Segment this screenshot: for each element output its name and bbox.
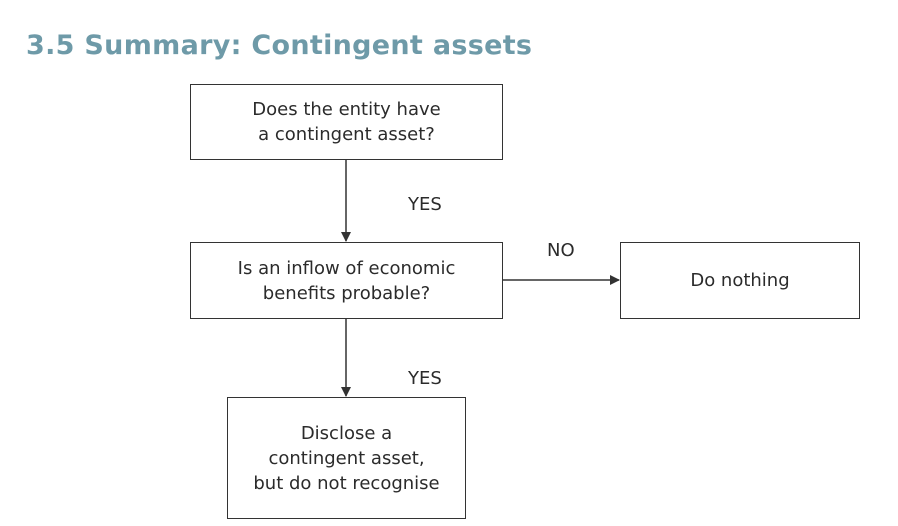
outcome-text-disclose: Disclose a contingent asset, but do not … (253, 422, 440, 494)
decision-box-inflow-probable: Is an inflow of economic benefits probab… (190, 242, 503, 319)
outcome-box-do-nothing: Do nothing (620, 242, 860, 319)
outcome-box-disclose: Disclose a contingent asset, but do not … (227, 397, 466, 519)
decision-box-contingent-asset: Does the entity have a contingent asset? (190, 84, 503, 160)
outcome-text-do-nothing: Do nothing (690, 270, 790, 291)
decision-text-contingent-asset: Does the entity have a contingent asset? (252, 99, 441, 145)
decision-text-inflow-probable: Is an inflow of economic benefits probab… (237, 257, 456, 304)
page-title: 3.5 Summary: Contingent assets (26, 30, 533, 61)
edge-label-no: NO (547, 240, 575, 261)
edge-label-yes-second: YES (408, 368, 442, 389)
edge-label-yes-first: YES (408, 194, 442, 215)
